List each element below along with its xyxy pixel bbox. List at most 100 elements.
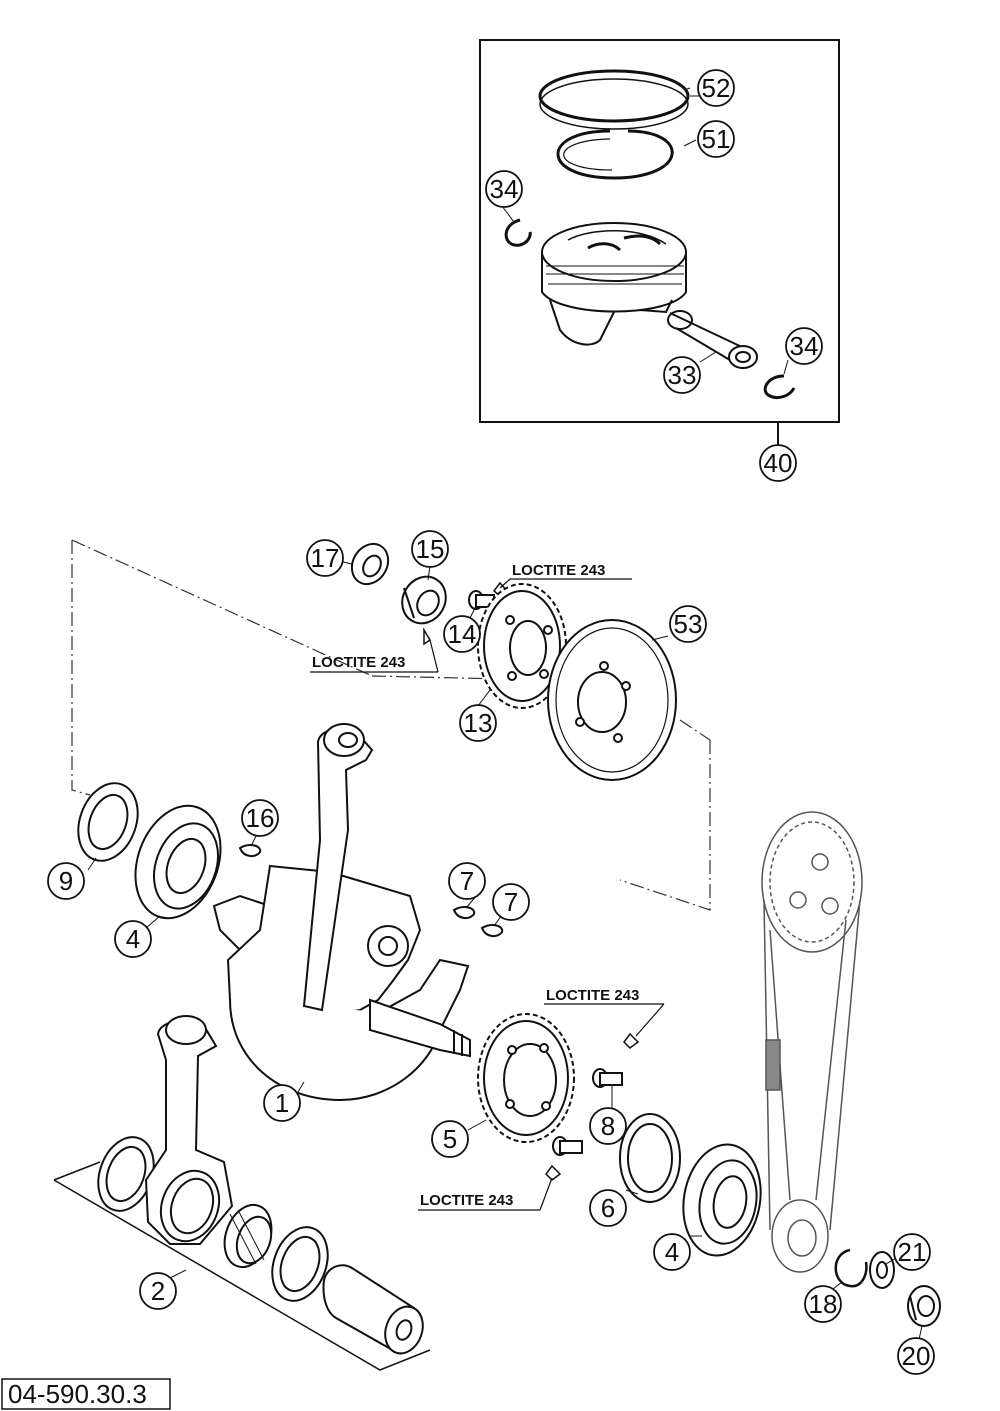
piston-ring-bottom bbox=[556, 129, 674, 180]
part-7-key-a bbox=[452, 906, 476, 920]
callout-13: 13 bbox=[459, 704, 497, 742]
svg-text:6: 6 bbox=[601, 1193, 615, 1223]
part-14-bolt bbox=[468, 590, 495, 610]
part-20-nut bbox=[907, 1285, 941, 1327]
svg-text:34: 34 bbox=[490, 174, 519, 204]
loctite-drop-lower bbox=[545, 1164, 562, 1181]
circlip-right bbox=[763, 374, 796, 400]
part-2-needle-bearing bbox=[223, 1204, 273, 1268]
callout-5: 5 bbox=[431, 1120, 469, 1158]
callout-53: 53 bbox=[669, 605, 707, 643]
callout-40: 40 bbox=[759, 444, 797, 482]
svg-text:16: 16 bbox=[246, 803, 275, 833]
part-2-connecting-rod bbox=[144, 1015, 234, 1245]
callout-6: 6 bbox=[589, 1189, 627, 1227]
right-side-parts bbox=[477, 811, 941, 1327]
part-2-crank-pin bbox=[322, 1264, 424, 1355]
part-7-key-b bbox=[480, 924, 504, 938]
callouts: 52 51 34 34 33 40 17 15 14 13 53 16 9 4 … bbox=[47, 69, 935, 1375]
timing-chain bbox=[761, 811, 863, 1273]
callout-15: 15 bbox=[411, 530, 449, 568]
conrod-kit bbox=[53, 1015, 431, 1371]
piston-kit-group bbox=[479, 39, 840, 447]
svg-text:4: 4 bbox=[126, 924, 140, 954]
part-1-crankshaft bbox=[212, 723, 471, 1102]
leader-lines bbox=[87, 87, 923, 1345]
svg-text:18: 18 bbox=[809, 1289, 838, 1319]
svg-text:34: 34 bbox=[790, 331, 819, 361]
part-18-circlip bbox=[834, 1248, 868, 1288]
svg-text:52: 52 bbox=[702, 73, 731, 103]
svg-text:2: 2 bbox=[151, 1276, 165, 1306]
svg-text:15: 15 bbox=[416, 534, 445, 564]
svg-text:1: 1 bbox=[275, 1088, 289, 1118]
piston-ring-top bbox=[538, 69, 690, 130]
part-woodruff-key-upper bbox=[423, 627, 432, 646]
drawing-code-box: 04-590.30.3 bbox=[1, 1378, 171, 1410]
crankshaft-assembly bbox=[77, 723, 504, 1102]
callout-18: 18 bbox=[804, 1285, 842, 1323]
svg-text:13: 13 bbox=[464, 708, 493, 738]
part-13-gear bbox=[477, 583, 567, 709]
svg-text:5: 5 bbox=[443, 1124, 457, 1154]
svg-text:20: 20 bbox=[902, 1341, 931, 1371]
svg-text:7: 7 bbox=[504, 887, 518, 917]
part-4-bearing-right bbox=[682, 1143, 762, 1257]
part-21-washer bbox=[869, 1251, 895, 1289]
callout-21: 21 bbox=[893, 1233, 931, 1271]
callout-52: 52 bbox=[697, 69, 735, 107]
drawing-code: 04-590.30.3 bbox=[8, 1379, 147, 1409]
svg-text:33: 33 bbox=[668, 360, 697, 390]
svg-text:51: 51 bbox=[702, 124, 731, 154]
svg-text:7: 7 bbox=[460, 866, 474, 896]
callout-16: 16 bbox=[241, 799, 279, 837]
loctite-label-1: LOCTITE 243 bbox=[512, 562, 605, 579]
part-4-bearing-left bbox=[134, 804, 222, 920]
piston-pin bbox=[667, 310, 758, 369]
callout-8: 8 bbox=[589, 1107, 627, 1145]
part-8-bolt-upper bbox=[592, 1068, 623, 1088]
callout-34-right: 34 bbox=[785, 327, 823, 365]
callout-51: 51 bbox=[697, 120, 735, 158]
callout-2: 2 bbox=[139, 1272, 177, 1310]
svg-text:4: 4 bbox=[665, 1237, 679, 1267]
callout-14: 14 bbox=[443, 615, 481, 653]
part-2-thrust-washer-left bbox=[97, 1136, 155, 1212]
piston bbox=[541, 222, 687, 346]
svg-text:17: 17 bbox=[311, 543, 340, 573]
loctite-label-3: LOCTITE 243 bbox=[546, 987, 639, 1004]
callout-20: 20 bbox=[897, 1337, 935, 1375]
part-53-rotor bbox=[547, 619, 677, 781]
loctite-drop-right bbox=[623, 1032, 640, 1049]
svg-text:53: 53 bbox=[674, 609, 703, 639]
callout-1: 1 bbox=[263, 1084, 301, 1122]
part-15-nut bbox=[401, 575, 447, 625]
svg-text:14: 14 bbox=[448, 619, 477, 649]
loctite-label-2: LOCTITE 243 bbox=[312, 654, 405, 671]
callout-17: 17 bbox=[306, 539, 344, 577]
part-9-seal bbox=[77, 782, 139, 862]
part-17-ring bbox=[350, 542, 390, 586]
svg-text:21: 21 bbox=[898, 1237, 927, 1267]
circlip-left bbox=[504, 218, 532, 247]
upper-parts bbox=[350, 542, 677, 781]
svg-text:9: 9 bbox=[59, 866, 73, 896]
callout-33: 33 bbox=[663, 356, 701, 394]
part-2-thrust-washer-right bbox=[271, 1226, 329, 1302]
piston-kit-frame bbox=[479, 39, 840, 423]
callout-4-right: 4 bbox=[653, 1233, 691, 1271]
callout-4-left: 4 bbox=[114, 920, 152, 958]
loctite-label-4: LOCTITE 243 bbox=[420, 1192, 513, 1209]
svg-text:40: 40 bbox=[764, 448, 793, 478]
part-8-bolt-lower bbox=[552, 1136, 583, 1156]
loctite-labels: LOCTITE 243 LOCTITE 243 LOCTITE 243 LOCT… bbox=[310, 562, 665, 1211]
svg-text:8: 8 bbox=[601, 1111, 615, 1141]
callout-9: 9 bbox=[47, 862, 85, 900]
part-5-gear bbox=[477, 1013, 575, 1143]
callout-34-left: 34 bbox=[485, 170, 523, 208]
part-16-key bbox=[238, 844, 262, 858]
callout-7-a: 7 bbox=[448, 862, 486, 900]
callout-7-b: 7 bbox=[492, 883, 530, 921]
part-6-shim bbox=[619, 1113, 681, 1203]
